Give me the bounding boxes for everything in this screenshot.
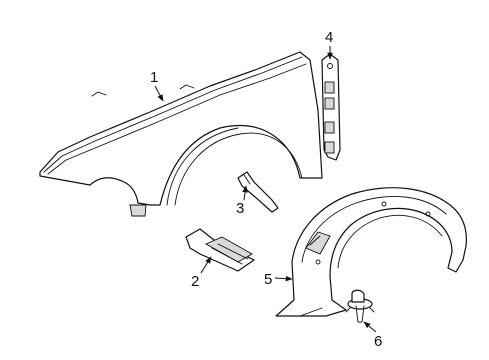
callout-label-3: 3 [236,200,244,217]
callout-5: 5 [264,271,293,288]
callout-1: 1 [150,69,164,102]
callout-3: 3 [236,185,248,217]
callout-label-1: 1 [150,69,158,86]
callout-6: 6 [363,321,382,350]
callout-label-5: 5 [264,271,272,288]
bracket-part [185,228,255,272]
callout-label-2: 2 [191,273,199,290]
vertical-bracket-part [321,53,341,161]
callout-label-4: 4 [325,29,333,46]
callout-4: 4 [325,29,333,60]
wheelhouse-liner-part [275,187,467,317]
callout-2: 2 [191,256,212,290]
fender-part [39,51,323,217]
push-fastener-part [345,289,375,323]
callout-label-6: 6 [374,333,382,350]
